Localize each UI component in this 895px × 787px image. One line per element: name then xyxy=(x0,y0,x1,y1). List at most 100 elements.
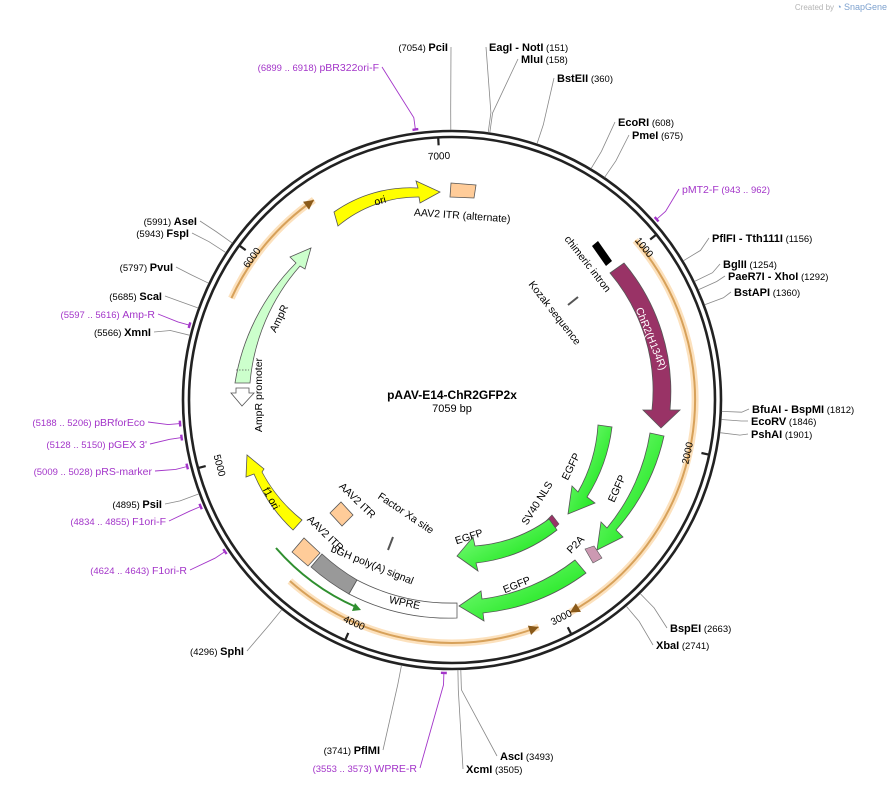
orf-right xyxy=(569,239,696,614)
tick-label-4000: 4000 xyxy=(341,614,366,633)
credit-brand: SnapGene xyxy=(843,2,887,12)
site-line-bfuai xyxy=(721,408,750,413)
primer-line-pbr322ori-f xyxy=(381,66,416,130)
site-label-pflfi-tth111i[interactable]: PflFI - Tth111I (1156) xyxy=(712,233,812,245)
site-label-asci[interactable]: AscI (3493) xyxy=(500,751,553,763)
orf-right-arrowhead xyxy=(569,603,581,613)
site-line-ecorv xyxy=(721,419,748,422)
site-label-ecorv[interactable]: EcoRV (1846) xyxy=(751,416,816,428)
site-label-bglii[interactable]: BglII (1254) xyxy=(723,259,777,271)
plasmid-length: 7059 bp xyxy=(432,403,472,415)
site-label-scai[interactable]: (5685) ScaI xyxy=(109,291,162,303)
feature-label-ori: ori xyxy=(373,194,388,209)
restriction-sites xyxy=(153,46,750,770)
primer-mark-pgex-3- xyxy=(180,434,184,441)
site-line-ecori xyxy=(590,121,616,169)
site-label-bfuai-bspmi[interactable]: BfuAI - BspMI (1812) xyxy=(752,404,854,416)
site-label-pshai[interactable]: PshAI (1901) xyxy=(751,429,812,441)
tick-2000 xyxy=(701,451,710,456)
primer-label-pbr322ori-f[interactable]: (6899 .. 6918) pBR322ori-F xyxy=(258,62,379,74)
feature-kozak-sequence[interactable]: Kozak sequence xyxy=(526,279,583,348)
primer-line-pgex-3- xyxy=(149,437,182,445)
feature-label-kozak-sequence: Kozak sequence xyxy=(526,279,583,348)
site-line-bstapi xyxy=(704,291,732,306)
primer-mark-amp-r xyxy=(187,322,192,329)
site-label-paer7i-xhoi[interactable]: PaeR7I - XhoI (1292) xyxy=(728,271,828,283)
site-line-xbai xyxy=(625,605,654,646)
site-label-mlui[interactable]: MluI (158) xyxy=(521,54,568,66)
primer-line-f1ori-r xyxy=(189,551,226,571)
site-label-asei[interactable]: (5991) AseI xyxy=(144,216,197,228)
primer-mark-pmt2-f xyxy=(653,216,660,223)
site-label-fspi[interactable]: (5943) FspI xyxy=(136,228,189,240)
feature-label-ampr-promoter: AmpR promoter xyxy=(253,357,265,432)
site-line-xmni xyxy=(153,330,190,336)
feature-wpre[interactable]: WPRE xyxy=(348,579,458,619)
feature-aav2-itr-1[interactable]: AAV2 ITR xyxy=(329,481,378,527)
site-label-pflmi[interactable]: (3741) PflMI xyxy=(324,745,380,757)
site-line-xcmi xyxy=(457,669,464,770)
site-line-sphi xyxy=(246,609,283,652)
feature-egfp-2[interactable]: EGFP xyxy=(454,518,558,572)
snapgene-logo: ◔ xyxy=(836,2,842,12)
site-label-psii[interactable]: (4895) PsiI xyxy=(112,499,162,511)
site-label-pmei[interactable]: PmeI (675) xyxy=(632,130,683,142)
site-line-bsteii xyxy=(536,77,555,144)
site-line-pvui xyxy=(175,266,209,284)
site-line-psii xyxy=(164,493,200,505)
site-label-pcii[interactable]: (7054) PciI xyxy=(398,42,448,54)
primer-line-f1ori-f xyxy=(168,506,201,522)
primer-line-pmt2-f xyxy=(656,188,680,220)
primer-mark-f1ori-r xyxy=(222,548,228,555)
backbone-inner-strand xyxy=(187,135,717,665)
feature-egfp-1[interactable]: EGFP xyxy=(560,424,613,515)
primer-label-f1ori-r[interactable]: (4624 .. 4643) F1ori-R xyxy=(90,565,187,577)
site-line-fspi xyxy=(191,232,227,253)
primer-line-pbrforeco xyxy=(147,421,181,426)
tick-label-7000: 7000 xyxy=(428,151,451,163)
primer-label-wpre-r[interactable]: (3553 .. 3573) WPRE-R xyxy=(313,763,418,775)
primer-mark-pbrforeco xyxy=(178,420,182,427)
site-label-bspei[interactable]: BspEI (2663) xyxy=(670,623,731,635)
tick-6000 xyxy=(238,244,247,252)
feature-label-p2a: P2A xyxy=(565,534,587,557)
primer-mark-pbr322ori-f xyxy=(412,127,419,132)
feature-sv40-nls[interactable]: SV40 NLS xyxy=(519,479,560,531)
feature-ampr-promoter[interactable]: AmpR promoter xyxy=(230,357,265,432)
tick-label-2000: 2000 xyxy=(681,441,696,465)
site-label-sphi[interactable]: (4296) SphI xyxy=(190,646,244,658)
feature-f1-ori[interactable]: f1 ori xyxy=(245,454,303,531)
orf-left-arrowhead xyxy=(303,200,314,210)
plasmid-name: pAAV-E14-ChR2GFP2x xyxy=(387,388,517,402)
primer-mark-f1ori-f xyxy=(198,503,203,510)
orf-bottom xyxy=(289,580,539,644)
primer-label-prs-marker[interactable]: (5009 .. 5028) pRS-marker xyxy=(34,466,153,478)
site-label-bsteii[interactable]: BstEII (360) xyxy=(557,73,613,85)
primer-label-amp-r[interactable]: (5597 .. 5616) Amp-R xyxy=(61,309,156,321)
orf-arcs xyxy=(228,197,699,647)
site-label-pvui[interactable]: (5797) PvuI xyxy=(120,262,173,274)
primer-label-pgex-3-[interactable]: (5128 .. 5150) pGEX 3' xyxy=(46,439,147,451)
feature-chimeric-intron[interactable]: chimeric intron xyxy=(562,234,614,295)
site-label-ecori[interactable]: EcoRI (608) xyxy=(618,117,674,129)
primer-label-pmt2-f[interactable]: pMT2-F (943 .. 962) xyxy=(682,184,770,196)
feature-p2a[interactable]: P2A xyxy=(565,534,603,564)
site-label-bstapi[interactable]: BstAPI (1360) xyxy=(734,287,800,299)
site-label-xmni[interactable]: (5566) XmnI xyxy=(94,327,151,339)
site-label-xcmi[interactable]: XcmI (3505) xyxy=(466,764,522,776)
primer-label-pbrforeco[interactable]: (5188 .. 5206) pBRforEco xyxy=(32,417,145,429)
feature-ori[interactable]: ori xyxy=(333,180,441,227)
primer-label-f1ori-f[interactable]: (4834 .. 4855) F1ori-F xyxy=(70,516,166,528)
orf-wpre-region xyxy=(275,547,361,611)
tick-label-5000: 5000 xyxy=(211,453,227,478)
site-line-pmei xyxy=(604,134,630,178)
feature-label-egfp-1: EGFP xyxy=(560,451,583,482)
site-label-xbai[interactable]: XbaI (2741) xyxy=(656,640,709,652)
site-label-eagi-noti[interactable]: EagI - NotI (151) xyxy=(489,42,568,54)
primer-labels: (6899 .. 6918) pBR322ori-F pMT2-F (943 ..… xyxy=(32,62,770,775)
backbone-outer-strand xyxy=(181,129,723,671)
feature-factor-xa-site[interactable]: Factor Xa site xyxy=(375,490,436,551)
tick-4000 xyxy=(344,632,350,641)
primer-line-amp-r xyxy=(157,313,190,326)
